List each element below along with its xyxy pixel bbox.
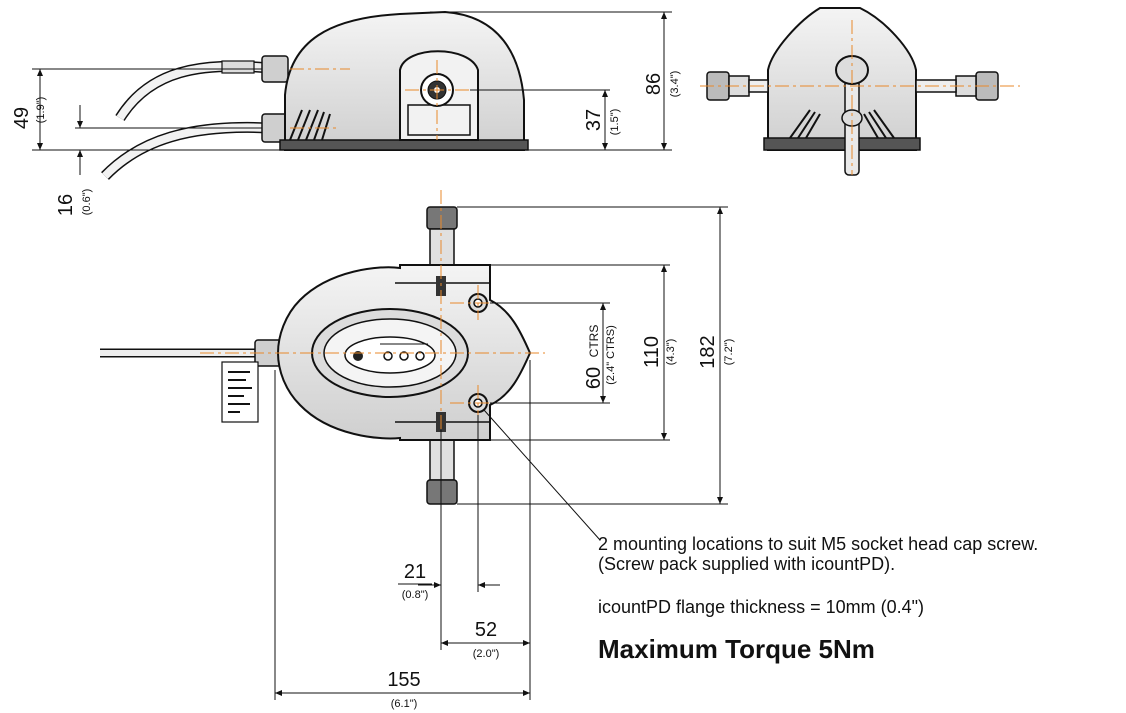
side-base xyxy=(279,139,529,151)
dim-texts: 49 (1.9") 16 (0.6") 37 (1.5") 86 (3.4") … xyxy=(11,71,735,710)
cable-lower-inner xyxy=(102,123,271,179)
dim-52: 52 xyxy=(475,619,497,641)
dim-182: 182 xyxy=(697,335,719,368)
top-dims xyxy=(274,206,728,700)
dim-21: 21 xyxy=(404,561,426,583)
dim-110-inch: (4.3") xyxy=(665,339,677,366)
dim-86-inch: (3.4") xyxy=(669,71,681,98)
side-dims xyxy=(32,11,672,175)
gland-upper xyxy=(261,55,289,83)
dim-60-inch: (2.4" CTRS) xyxy=(605,325,617,385)
display-oval-inner xyxy=(344,336,436,374)
side-view xyxy=(101,10,529,180)
dim-60: 60 xyxy=(583,367,605,389)
dim-16-inch: (0.6") xyxy=(81,189,93,216)
side-fins xyxy=(289,109,331,141)
leader-line xyxy=(483,409,601,541)
dim-60-ctrs: CTRS xyxy=(587,325,601,358)
top-view xyxy=(100,206,532,505)
dim-110: 110 xyxy=(641,336,663,368)
dim-21-inch: (0.8") xyxy=(402,589,429,601)
dim-37: 37 xyxy=(583,109,605,131)
front-centerlines xyxy=(700,20,1020,175)
dim-52-inch: (2.0") xyxy=(473,648,500,660)
top-fitting-nut xyxy=(426,206,458,230)
flange-note: icountPD flange thickness = 10mm (0.4") xyxy=(598,597,925,617)
dim-155-inch: (6.1") xyxy=(391,698,418,710)
dim-182-inch: (7.2") xyxy=(723,339,735,366)
dim-49: 49 xyxy=(11,107,33,129)
front-fins xyxy=(789,109,895,139)
torque-note: Maximum Torque 5Nm xyxy=(598,634,875,664)
mounting-note-line2: (Screw pack supplied with icountPD). xyxy=(598,554,896,574)
dim-155: 155 xyxy=(387,669,420,691)
dim-16: 16 xyxy=(55,194,77,216)
dim-86: 86 xyxy=(643,73,665,95)
mounting-note-line1: 2 mounting locations to suit M5 socket h… xyxy=(598,534,1039,554)
cable-sleeve xyxy=(221,60,255,74)
dim-37-inch: (1.5") xyxy=(609,109,621,136)
dim-49-inch: (1.9") xyxy=(35,97,47,124)
bottom-fitting-nut xyxy=(426,479,458,505)
